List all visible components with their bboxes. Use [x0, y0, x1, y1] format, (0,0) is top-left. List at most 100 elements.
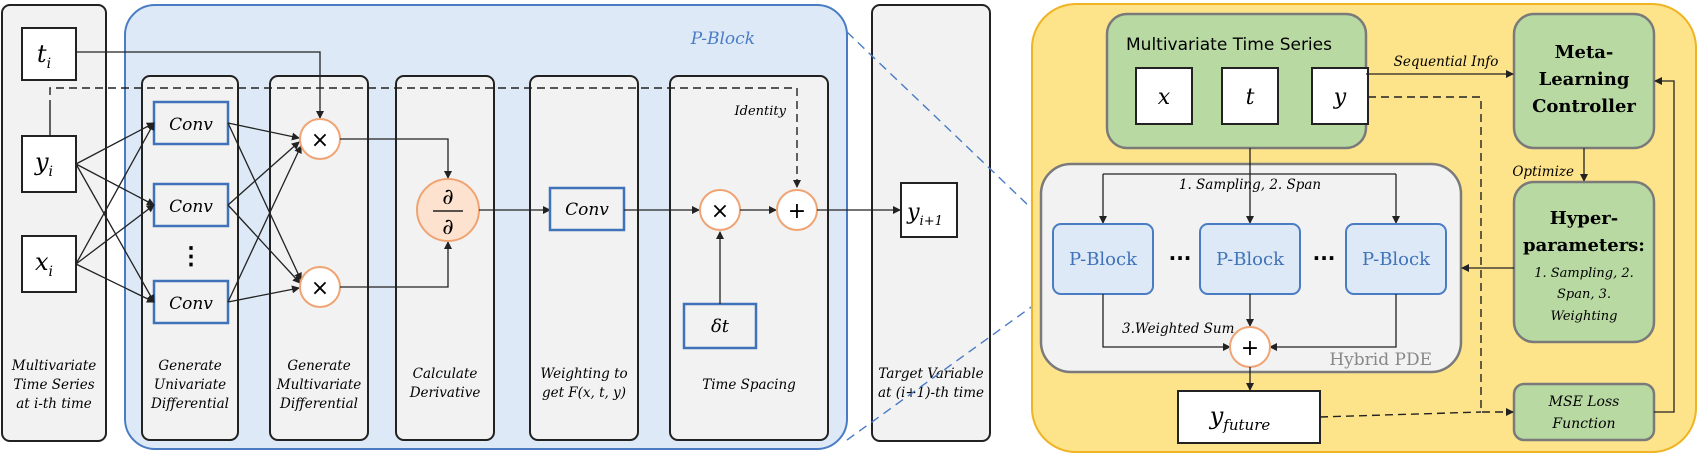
output-y-box: yi+1 — [900, 182, 958, 238]
input-t-box: ti — [21, 27, 77, 81]
svg-text:Conv: Conv — [169, 115, 213, 135]
mts-var-t: t — [1221, 67, 1279, 125]
time-multiply-node: × — [699, 189, 741, 231]
weighted-sum-node: + — [1229, 326, 1271, 368]
input-fan-lines — [75, 122, 155, 303]
svg-text:Meta-: Meta- — [1555, 42, 1614, 63]
stage-derivative — [395, 75, 495, 441]
svg-text:Weighting: Weighting — [1551, 309, 1618, 324]
svg-text:Controller: Controller — [1532, 96, 1636, 117]
svg-text:Span, 3.: Span, 3. — [1557, 287, 1611, 302]
y-future-box: yfuture — [1177, 390, 1321, 444]
conv-ellipsis: ⋮ — [179, 241, 203, 270]
svg-text:yfuture: yfuture — [1209, 402, 1271, 434]
svg-text:P-Block: P-Block — [1069, 249, 1138, 270]
pblock-title: P-Block — [690, 29, 755, 49]
svg-text:+: + — [1241, 336, 1259, 361]
svg-text:Hyper-: Hyper- — [1550, 208, 1618, 229]
svg-text:Generate: Generate — [287, 358, 350, 374]
conv-fan-lines — [227, 122, 302, 303]
sampling-span-label: 1. Sampling, 2. Span — [1179, 177, 1321, 193]
svg-text:×: × — [311, 276, 329, 301]
identity-label: Identity — [734, 104, 787, 119]
svg-text:Differential: Differential — [150, 396, 229, 412]
svg-text:Differential: Differential — [279, 396, 358, 412]
multiply-node-1: × — [299, 118, 341, 160]
mult1-to-deriv-line — [340, 138, 452, 179]
mult2-to-deriv-line — [340, 241, 452, 288]
mse-feedback-line — [1654, 77, 1675, 413]
zoom-line-bottom — [846, 291, 1053, 441]
input-y-box: yi — [21, 135, 77, 193]
svg-text:Conv: Conv — [169, 197, 213, 217]
label-derivative: Calculate Derivative — [409, 366, 481, 401]
svg-text:parameters:: parameters: — [1523, 235, 1645, 256]
svg-text:Generate: Generate — [158, 358, 221, 374]
meta-controller-label: Meta- Learning Controller — [1532, 42, 1636, 117]
stage-multivariate — [269, 75, 369, 441]
weighting-conv-box: Conv — [548, 186, 626, 232]
svg-text:+: + — [788, 199, 806, 224]
svg-text:yi: yi — [34, 148, 53, 180]
hyperparameters-box — [1512, 180, 1656, 344]
svg-text:xi: xi — [35, 248, 53, 280]
svg-text:Univariate: Univariate — [154, 377, 226, 393]
svg-text:P-Block: P-Block — [1216, 249, 1285, 270]
conv-box-2: Conv — [152, 182, 230, 228]
yfuture-to-mse-dashed — [1319, 411, 1482, 418]
delta-t-box: δt — [682, 302, 758, 350]
svg-text:yi+1: yi+1 — [906, 200, 943, 229]
weighted-sum-label: 3.Weighted Sum — [1122, 321, 1234, 337]
svg-text:P-Block: P-Block — [1362, 249, 1431, 270]
svg-text:Target Variable: Target Variable — [878, 366, 983, 382]
mts-var-x: x — [1135, 67, 1193, 125]
label-weighting: Weighting to get F(x, t, y) — [540, 366, 627, 401]
mts-var-y: y — [1311, 67, 1369, 125]
svg-text:Weighting to: Weighting to — [540, 366, 627, 382]
label-univariate: Generate Univariate Differential — [150, 358, 229, 412]
svg-text:Conv: Conv — [565, 200, 609, 220]
svg-text:Multivariate: Multivariate — [276, 377, 362, 393]
pblock-1: P-Block — [1052, 223, 1154, 295]
svg-text:1. Sampling, 2.: 1. Sampling, 2. — [1534, 266, 1634, 281]
svg-text:Learning: Learning — [1539, 69, 1630, 90]
stage-weighting — [529, 75, 639, 441]
svg-text:ti: ti — [37, 40, 51, 72]
conv-box-3: Conv — [152, 279, 230, 325]
svg-text:get F(x, t, y): get F(x, t, y) — [542, 385, 626, 401]
label-time-spacing: Time Spacing — [702, 377, 796, 393]
svg-text:x: x — [1158, 85, 1171, 110]
svg-text:at (i+1)-th time: at (i+1)-th time — [878, 385, 984, 401]
svg-text:∂: ∂ — [442, 215, 453, 240]
svg-text:y: y — [1333, 85, 1347, 110]
svg-text:∂: ∂ — [442, 185, 453, 210]
zoom-line-top — [846, 31, 1053, 229]
mts-title: Multivariate Time Series — [1126, 35, 1332, 55]
svg-text:MSE Loss: MSE Loss — [1548, 394, 1620, 410]
svg-text:Multivariate: Multivariate — [11, 358, 97, 374]
svg-text:Time Series: Time Series — [13, 377, 94, 393]
pblock-3: P-Block — [1345, 223, 1447, 295]
y-to-mse-dashed — [1368, 96, 1514, 416]
derivative-node: ∂ ∂ — [416, 178, 480, 242]
optimize-label: Optimize — [1512, 164, 1574, 180]
hybrid-pde-label: Hybrid PDE — [1329, 350, 1432, 370]
t-to-multiply-line — [76, 51, 324, 119]
label-multivariate: Generate Multivariate Differential — [276, 358, 362, 412]
svg-text:Time Spacing: Time Spacing — [702, 377, 796, 393]
hyperparameters-sub: 1. Sampling, 2. Span, 3. Weighting — [1534, 266, 1634, 324]
svg-text:Calculate: Calculate — [413, 366, 478, 382]
svg-text:δt: δt — [711, 316, 730, 337]
stage-univariate — [141, 75, 239, 441]
label-target: Target Variable at (i+1)-th time — [878, 366, 984, 401]
identity-dashed-line — [49, 87, 801, 188]
svg-text:×: × — [311, 128, 329, 153]
sequential-info-label: Sequential Info — [1394, 54, 1499, 70]
pblock-ellipsis-1: ··· — [1169, 246, 1192, 270]
svg-text:×: × — [711, 199, 729, 224]
svg-text:t: t — [1246, 85, 1255, 110]
pblock-2: P-Block — [1199, 223, 1301, 295]
svg-text:Derivative: Derivative — [409, 385, 481, 401]
input-panel — [1, 4, 107, 442]
